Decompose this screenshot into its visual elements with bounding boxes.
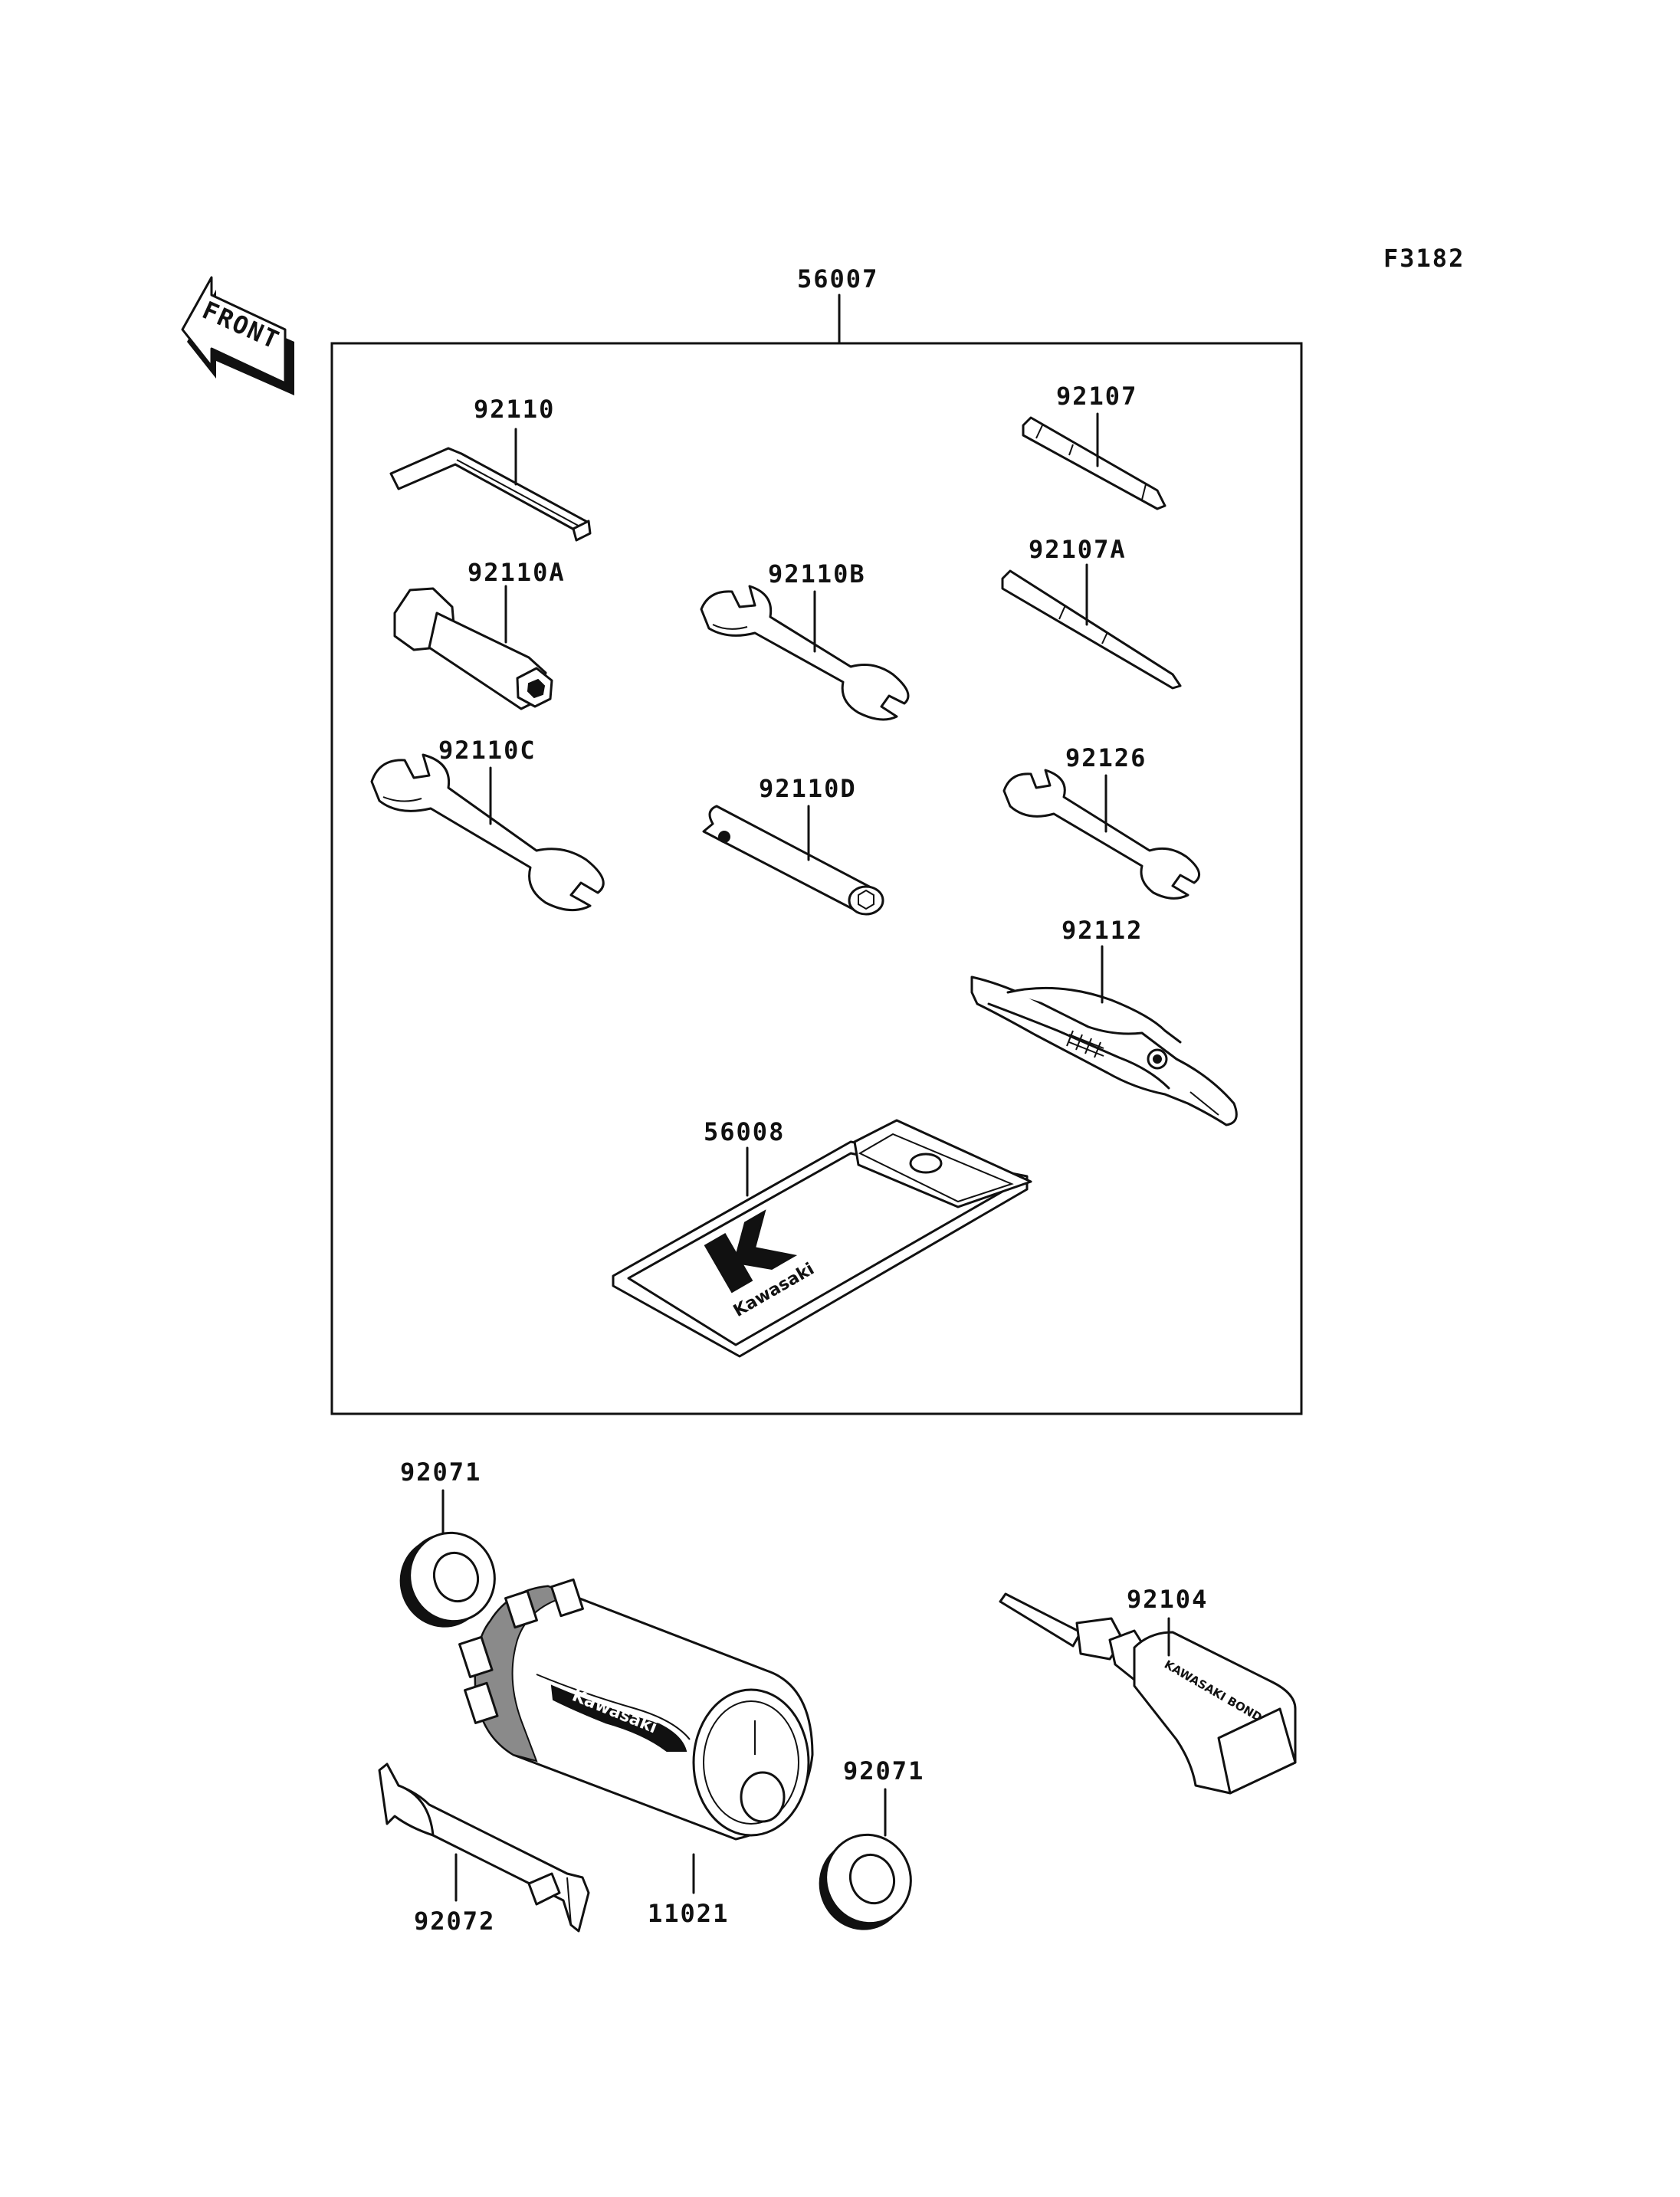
part-label-92110: 92110 xyxy=(474,395,555,424)
part-label-92110C: 92110C xyxy=(438,736,536,765)
screwdriver-bit-part xyxy=(1022,412,1166,510)
wrench-small-part xyxy=(1002,769,1201,900)
part-label-92071-top: 92071 xyxy=(400,1458,481,1487)
pliers-part xyxy=(970,945,1238,1126)
hex-key-part xyxy=(389,428,592,542)
air-filter-part: Kawasaki xyxy=(458,1578,814,1894)
part-label-92126: 92126 xyxy=(1065,743,1147,772)
part-label-92107: 92107 xyxy=(1056,382,1137,411)
tool-pouch-part: Kawasaki xyxy=(612,1119,1032,1358)
washer-bottom-part xyxy=(819,1788,912,1930)
part-label-92110D: 92110D xyxy=(759,774,857,803)
part-label-92110A: 92110A xyxy=(468,558,566,587)
washer-top-part xyxy=(399,1489,496,1628)
part-label-11021: 11021 xyxy=(648,1899,729,1928)
tube-socket-part xyxy=(702,805,884,916)
plug-socket-part xyxy=(393,585,553,710)
kit-label: 56007 xyxy=(797,264,878,293)
front-arrow-icon: FRONT xyxy=(181,276,294,395)
wrench-c-part xyxy=(370,753,605,912)
part-label-92112: 92112 xyxy=(1061,916,1143,945)
bond-tube-part: KAWASAKI BOND xyxy=(999,1592,1297,1795)
diagram-code: F3182 xyxy=(1383,244,1465,273)
part-label-56008: 56008 xyxy=(704,1117,785,1146)
part-label-92071-bottom: 92071 xyxy=(843,1756,924,1785)
part-label-92107A: 92107A xyxy=(1029,535,1127,564)
part-label-92104: 92104 xyxy=(1127,1585,1208,1614)
part-label-92110B: 92110B xyxy=(768,559,866,589)
strap-part xyxy=(378,1763,590,1933)
kit-frame xyxy=(330,342,1303,1415)
double-bit-part xyxy=(1001,563,1182,690)
part-label-92072: 92072 xyxy=(414,1907,495,1936)
wrench-b-part xyxy=(700,585,910,721)
